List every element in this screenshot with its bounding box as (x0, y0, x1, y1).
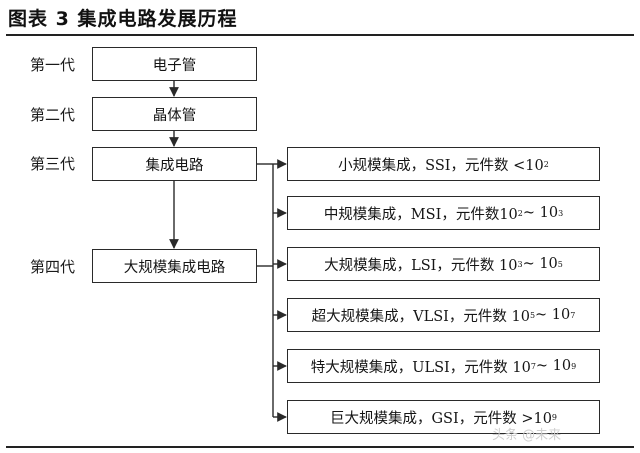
watermark: 头条 @未来 (492, 428, 562, 443)
box-lsi-circuit: 大规模集成电路 (92, 249, 257, 283)
top-rule (6, 34, 634, 36)
lsi-exponent-low: 3 (517, 259, 523, 269)
gen-label-2: 第二代 (30, 106, 76, 124)
ssi-exponent: 2 (543, 159, 549, 169)
msi-text: 中规模集成，MSI，元件数10 (323, 206, 518, 223)
vlsi-exponent-low: 5 (529, 310, 536, 320)
ulsi-exponent-low: 7 (530, 361, 536, 371)
box-vacuum-tube: 电子管 (92, 47, 257, 81)
gen-label-1: 第一代 (30, 56, 76, 74)
bottom-rule (6, 446, 634, 448)
vlsi-exponent-high: 7 (570, 310, 576, 320)
gen-label-3: 第三代 (30, 155, 76, 173)
box-transistor: 晶体管 (92, 97, 257, 131)
vlsi-range: ~ 10 (535, 307, 571, 323)
ssi-text: 小规模集成，SSI，元件数 <10 (338, 157, 544, 174)
gsi-exponent: 9 (551, 412, 558, 422)
msi-range: ~ 10 (522, 205, 559, 221)
figure-title: 图表 3 集成电路发展历程 (8, 8, 238, 30)
gen-label-4: 第四代 (30, 258, 76, 276)
lsi-exponent-high: 5 (557, 259, 563, 269)
lsi-text: 大规模集成，LSI，元件数 10 (324, 257, 518, 274)
msi-exponent-high: 3 (558, 208, 564, 218)
vlsi-text: 超大规模集成，VLSI，元件数 10 (311, 308, 530, 325)
ulsi-exponent-high: 9 (571, 361, 577, 371)
gsi-text: 巨大规模集成，GSI，元件数 >10 (329, 410, 552, 427)
box-integrated-circuit: 集成电路 (92, 147, 257, 181)
lsi-range: ~ 10 (522, 256, 558, 272)
ulsi-range: ~ 10 (535, 358, 572, 374)
ulsi-text: 特大规模集成，ULSI，元件数 10 (310, 359, 531, 376)
msi-exponent-low: 2 (517, 208, 523, 218)
